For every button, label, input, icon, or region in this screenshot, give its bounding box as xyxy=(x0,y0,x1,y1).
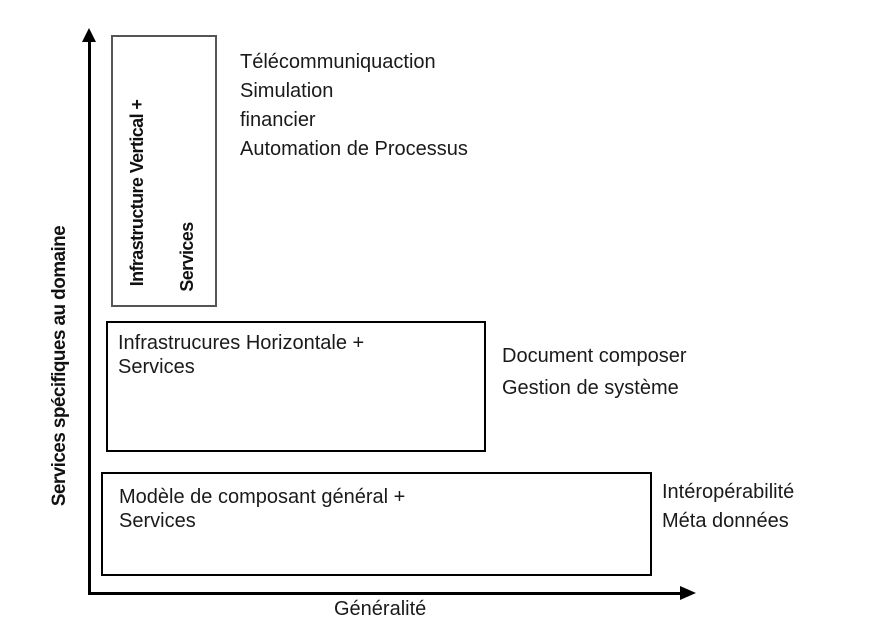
y-axis-label: Services spécifiques au domaine xyxy=(49,225,70,507)
general-component-model-label: Modèle de composant général + Services xyxy=(119,486,406,532)
vertical-infrastructure-label-line2: Services xyxy=(177,222,197,292)
general-component-model-box xyxy=(101,472,652,576)
vertical-examples-list: Télécommuniquaction Simulation financier… xyxy=(240,48,468,164)
vertical-infrastructure-label-line1: Infrastructure Vertical + xyxy=(127,99,147,287)
y-axis-line xyxy=(88,40,91,595)
example-telecommunication: Télécommuniquaction xyxy=(240,51,436,73)
horizontal-infrastructure-label: Infrastrucures Horizontale + Services xyxy=(118,332,365,378)
horizontal-infrastructure-box xyxy=(106,321,486,452)
vertical-infrastructure-box xyxy=(111,35,217,307)
x-axis-arrowhead xyxy=(680,586,696,600)
example-document-composer: Document composer xyxy=(502,345,687,367)
example-gestion-systeme: Gestion de système xyxy=(502,377,679,399)
y-axis-arrowhead xyxy=(82,28,96,42)
general-examples-list: Intéropérabilité Méta données xyxy=(662,478,794,536)
example-automation-processus: Automation de Processus xyxy=(240,138,468,160)
example-meta-donnees: Méta données xyxy=(662,510,789,532)
horizontal-examples-list: Document composer Gestion de système xyxy=(502,340,687,404)
example-interoperabilite: Intéropérabilité xyxy=(662,481,795,503)
example-simulation: Simulation xyxy=(240,80,334,102)
x-axis-line xyxy=(88,592,684,595)
example-financier: financier xyxy=(240,109,316,131)
x-axis-label: Généralité xyxy=(334,598,427,620)
